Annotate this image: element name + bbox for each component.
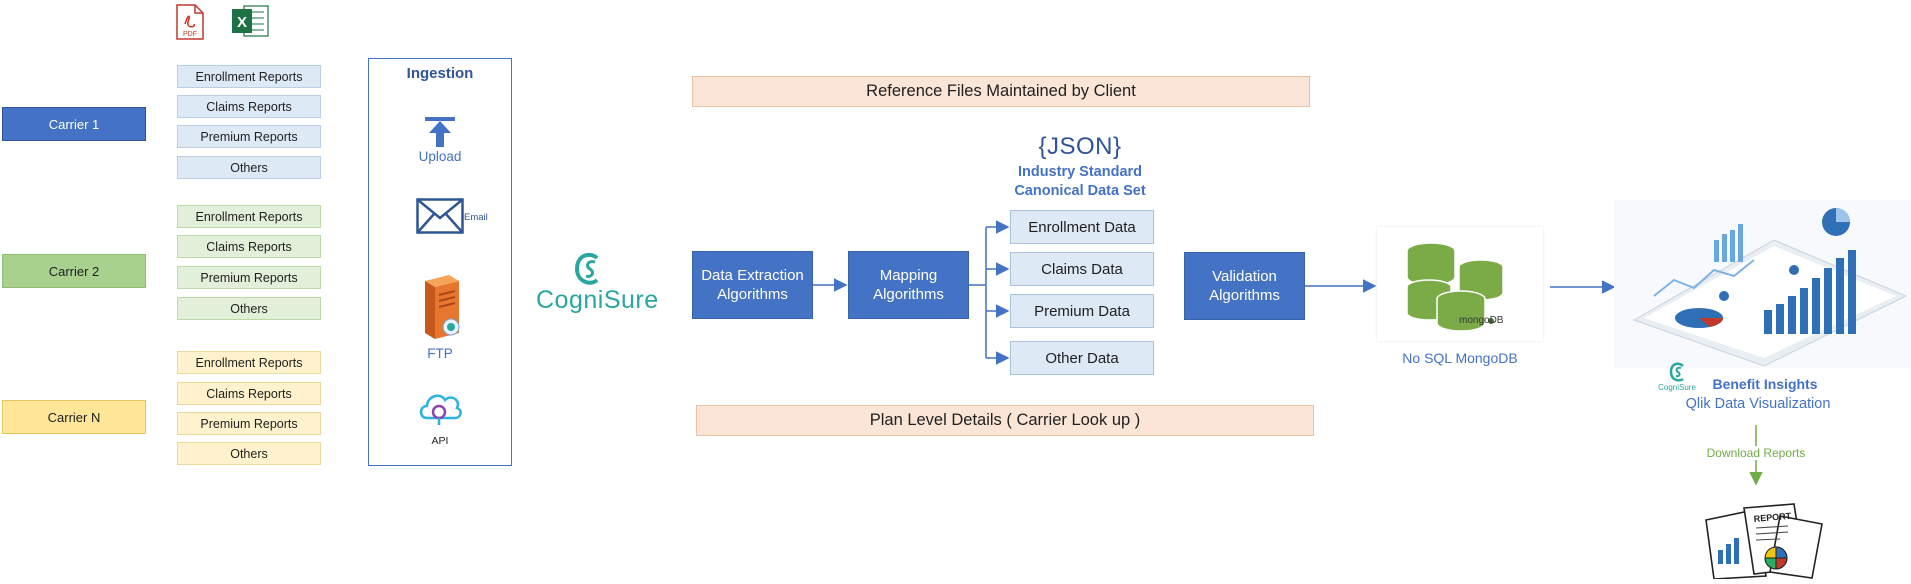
ingestion-panel: Ingestion Upload Email FTP [368,58,512,466]
carrier-2-other-reports: Others [177,297,321,320]
reference-files-box: Reference Files Maintained by Client [692,76,1310,107]
enrollment-data-box: Enrollment Data [1010,210,1154,244]
report-documents-icon: REPORT [1684,498,1832,580]
upload-label: Upload [418,149,462,164]
database-cylinders-icon [1406,242,1504,332]
pdf-icon-label: PDF [183,31,197,38]
carrier-2-premium-reports: Premium Reports [177,266,321,289]
carrier-1-premium-reports: Premium Reports [177,125,321,148]
data-extraction-line1: Data Extraction [701,267,804,284]
carrier-1-claims-reports: Claims Reports [177,95,321,118]
insights-logo-mark [1669,362,1684,382]
mapping-line2: Algorithms [873,286,944,303]
insights-logo-text: CogniSure [1658,383,1696,392]
mongodb-caption: No SQL MongoDB [1402,350,1518,366]
mongodb-panel: mongoDB [1377,227,1543,341]
report-icon-text: REPORT [1753,511,1792,524]
api-label: API [431,435,449,447]
email-label: Email [464,212,488,223]
industry-standard-label: Industry Standard [1017,164,1143,180]
data-extraction-line2: Algorithms [717,286,788,303]
carrier-n-premium-reports: Premium Reports [177,412,321,435]
premium-data-box: Premium Data [1010,294,1154,328]
carrier-1-other-reports: Others [177,156,321,179]
carrier-2-enrollment-reports: Enrollment Reports [177,205,321,228]
api-cloud-icon [417,388,463,426]
validation-line2: Algorithms [1209,287,1280,304]
benefit-insights-title: Benefit Insights [1712,376,1818,392]
other-data-box: Other Data [1010,341,1154,375]
download-reports-label: Download Reports [1694,446,1818,460]
ftp-server-icon [415,273,465,343]
carrier-2-box: Carrier 2 [2,254,146,288]
validation-line1: Validation [1212,268,1277,285]
carrier-n-other-reports: Others [177,442,321,465]
cognisure-logo: CogniSure [536,246,659,318]
carrier-n-box: Carrier N [2,400,146,434]
excel-icon: X [230,2,270,42]
plan-level-details-box: Plan Level Details ( Carrier Look up ) [696,405,1314,436]
canonical-data-set-label: Canonical Data Set [1014,183,1146,199]
validation-algorithms-box: Validation Algorithms [1184,252,1305,320]
dashboard-tablet-image [1614,200,1910,368]
excel-icon-letter: X [237,14,247,31]
cognisure-logo-text: CogniSure [536,286,659,314]
mongodb-logo-text: mongoDB [1459,315,1504,326]
carrier-n-claims-reports: Claims Reports [177,382,321,405]
carrier-1-box: Carrier 1 [2,107,146,141]
ftp-label: FTP [427,346,453,361]
json-icon: {JSON} [1038,133,1122,160]
mapping-line1: Mapping [879,267,938,284]
ingestion-title: Ingestion [406,65,474,82]
carrier-n-enrollment-reports: Enrollment Reports [177,351,321,374]
cognisure-logo-mark [574,252,599,285]
upload-icon [423,115,457,149]
claims-data-box: Claims Data [1010,252,1154,286]
data-extraction-algorithms-box: Data Extraction Algorithms [692,251,813,319]
carrier-1-enrollment-reports: Enrollment Reports [177,65,321,88]
email-icon [416,198,464,234]
pdf-icon: PDF [176,4,204,40]
mapping-algorithms-box: Mapping Algorithms [848,251,969,319]
qlik-data-visualization-label: Qlik Data Visualization [1685,396,1831,412]
carrier-2-claims-reports: Claims Reports [177,235,321,258]
